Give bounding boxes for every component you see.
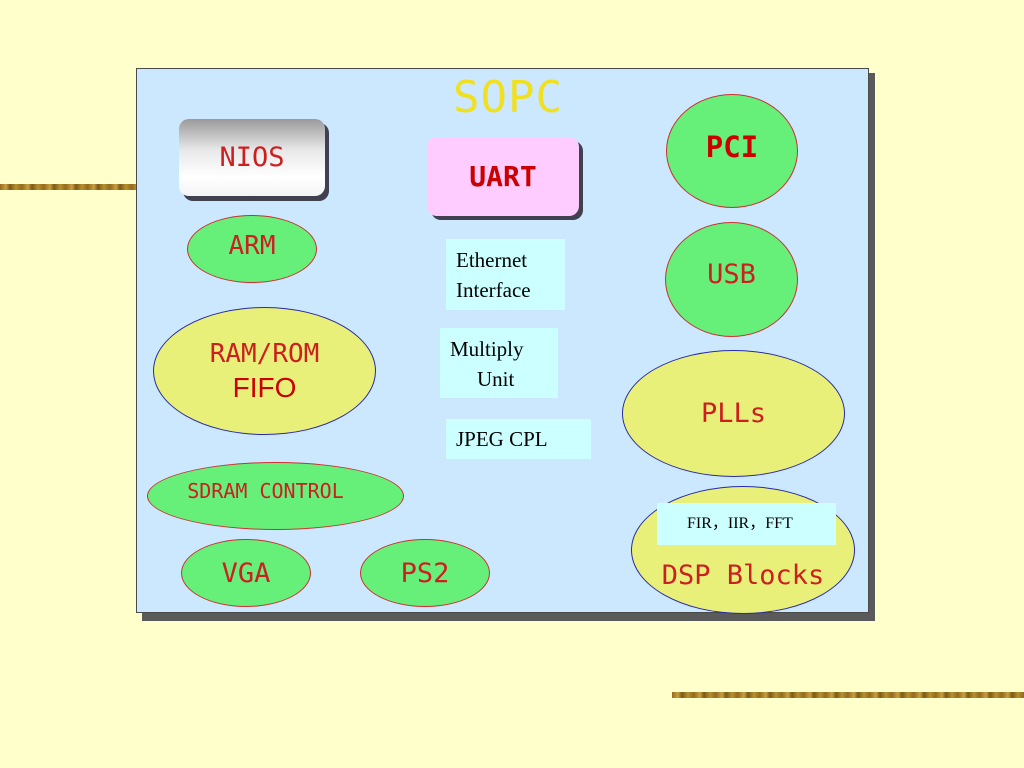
jpeg-cpl-box: JPEG CPL	[446, 419, 591, 459]
ethernet-line2: Interface	[456, 278, 531, 302]
sdram-control-block: SDRAM CONTROL	[147, 462, 404, 530]
ram-rom-label: RAM/ROM	[209, 339, 320, 369]
decorative-stripe-right	[672, 692, 1024, 698]
ram-rom-fifo-block: RAM/ROM FIFO	[153, 307, 376, 435]
fifo-label: FIFO	[232, 372, 297, 403]
vga-block: VGA	[181, 539, 311, 607]
plls-block: PLLs	[622, 350, 845, 477]
plls-label: PLLs	[700, 398, 767, 429]
usb-label: USB	[707, 259, 756, 290]
ps2-label: PS2	[400, 557, 450, 589]
multiply-unit-box: Multiply Unit	[440, 328, 558, 398]
ps2-block: PS2	[360, 539, 490, 607]
ethernet-interface-box: Ethernet Interface	[446, 239, 565, 310]
jpeg-label: JPEG CPL	[456, 427, 548, 451]
multiply-line2: Unit	[477, 367, 515, 391]
sdram-label: SDRAM CONTROL	[187, 479, 344, 503]
dsp-detail-box: FIR，IIR，FFT	[657, 503, 836, 545]
pci-block: PCI	[666, 94, 798, 208]
nios-block: NIOS	[179, 119, 325, 196]
pci-label: PCI	[705, 130, 759, 164]
uart-label: UART	[469, 160, 537, 193]
dsp-label: DSP Blocks	[661, 559, 825, 591]
ethernet-line1: Ethernet	[456, 248, 528, 272]
decorative-stripe-left	[0, 184, 138, 190]
nios-label: NIOS	[219, 142, 285, 173]
uart-block: UART	[427, 137, 579, 216]
arm-block: ARM	[187, 215, 317, 283]
diagram-title: SOPC	[453, 72, 563, 123]
multiply-line1: Multiply	[450, 337, 524, 361]
usb-block: USB	[665, 222, 798, 337]
vga-label: VGA	[221, 557, 271, 589]
arm-label: ARM	[228, 231, 276, 261]
dsp-detail-label: FIR，IIR，FFT	[687, 515, 793, 532]
